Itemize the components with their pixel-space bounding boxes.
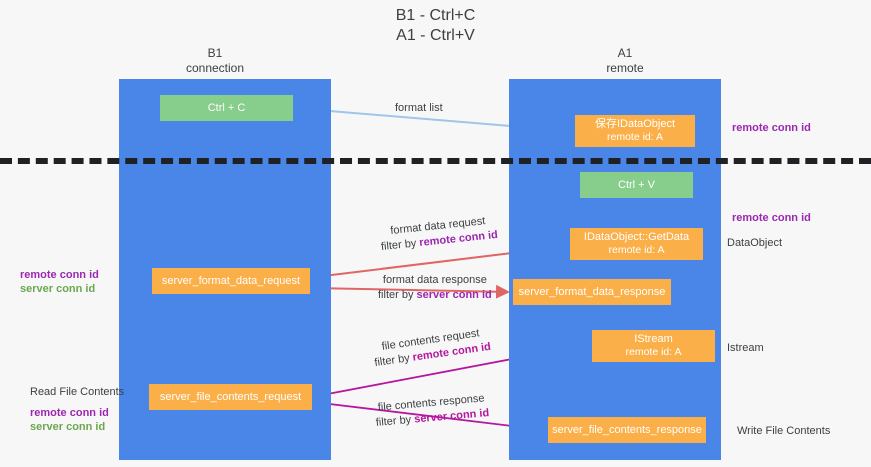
filter-by-prefix-1: filter by: [380, 237, 417, 254]
column-b1-role: connection: [185, 61, 245, 75]
edge-label-format-data-response-line2: filter by server conn id: [378, 288, 492, 303]
diagram-title: B1 - Ctrl+C A1 - Ctrl+V: [0, 6, 871, 46]
node-ctrl-c[interactable]: Ctrl + C: [160, 95, 293, 121]
annotation-read-file-contents: Read File Contents: [30, 386, 125, 398]
node-save-idataobject[interactable]: 保存IDataObject remote id: A: [575, 115, 695, 147]
edge-label-format-data-response: format data response filter by server co…: [378, 273, 492, 303]
node-idataobject-getdata[interactable]: IDataObject::GetData remote id: A: [570, 228, 703, 260]
column-b1-name: B1: [207, 46, 223, 60]
node-server-file-contents-request[interactable]: server_file_contents_request: [149, 384, 312, 410]
node-server-format-data-response-label: server_format_data_response: [518, 285, 666, 298]
annotation-istream: Istream: [727, 341, 764, 355]
column-a1-name: A1: [617, 46, 633, 60]
annotation-remote-conn-id-mid-text: remote conn id: [732, 212, 811, 224]
filter-by-prefix-2: filter by: [378, 289, 414, 301]
node-server-file-contents-response[interactable]: server_file_contents_response: [548, 417, 706, 443]
phase-divider: [0, 158, 871, 164]
filter-key-server-conn-id-1: server conn id: [416, 289, 492, 301]
node-save-idataobject-sub: remote id: A: [606, 131, 664, 143]
node-istream-label: IStream: [634, 333, 673, 345]
annotation-remote-conn-id-mid: remote conn id: [732, 211, 811, 225]
annotation-dataobject: DataObject: [727, 236, 782, 250]
filter-by-prefix-3: filter by: [373, 352, 411, 370]
annotation-server-conn-id-left-1: server conn id: [20, 283, 96, 295]
annotation-server-conn-id-left-2: server conn id: [30, 421, 106, 433]
filter-by-prefix-4: filter by: [375, 413, 412, 429]
edge-label-format-list-line1: format list: [395, 102, 443, 114]
node-istream[interactable]: IStream remote id: A: [592, 330, 715, 362]
title-line-1: B1 - Ctrl+C: [395, 7, 476, 24]
node-server-file-contents-response-label: server_file_contents_response: [552, 423, 702, 436]
annotation-write-file-contents: Write File Contents: [737, 424, 830, 438]
node-server-format-data-request[interactable]: server_format_data_request: [152, 268, 310, 294]
annotation-remote-conn-id-left-1: remote conn id: [20, 269, 99, 281]
node-server-file-contents-request-label: server_file_contents_request: [159, 390, 302, 403]
annotation-istream-text: Istream: [727, 342, 764, 354]
node-save-idataobject-label: 保存IDataObject: [594, 118, 676, 130]
annotation-remote-conn-id-top-text: remote conn id: [732, 122, 811, 134]
column-caption-a1: A1 remote: [560, 46, 690, 76]
arrow-format-data-response: [311, 284, 510, 299]
annotation-remote-conn-id-left-2: remote conn id: [30, 407, 109, 419]
node-ctrl-c-label: Ctrl + C: [207, 101, 246, 114]
annotation-write-file-contents-text: Write File Contents: [737, 425, 831, 437]
column-a1-role: remote: [606, 61, 644, 75]
node-server-format-data-request-label: server_format_data_request: [161, 274, 301, 287]
node-idataobject-getdata-label: IDataObject::GetData: [583, 231, 690, 243]
column-caption-b1: B1 connection: [150, 46, 280, 76]
annotation-remote-conn-id-top: remote conn id: [732, 121, 811, 135]
node-idataobject-getdata-sub: remote id: A: [608, 244, 665, 256]
arrow-file-contents-response: [312, 401, 547, 435]
annotation-conn-ids-group-1: remote conn id server conn id: [20, 268, 99, 296]
edge-label-format-list: format list: [395, 101, 443, 116]
annotation-dataobject-text: DataObject: [727, 237, 783, 249]
node-ctrl-v[interactable]: Ctrl + V: [580, 172, 693, 198]
title-line-2: A1 - Ctrl+V: [396, 27, 475, 44]
annotation-conn-ids-group-2: Read File Contents remote conn id server…: [30, 385, 124, 434]
node-server-format-data-response[interactable]: server_format_data_response: [513, 279, 671, 305]
edge-label-format-data-response-line1: format data response: [382, 274, 487, 286]
node-istream-sub: remote id: A: [625, 346, 682, 358]
node-ctrl-v-label: Ctrl + V: [618, 178, 655, 191]
